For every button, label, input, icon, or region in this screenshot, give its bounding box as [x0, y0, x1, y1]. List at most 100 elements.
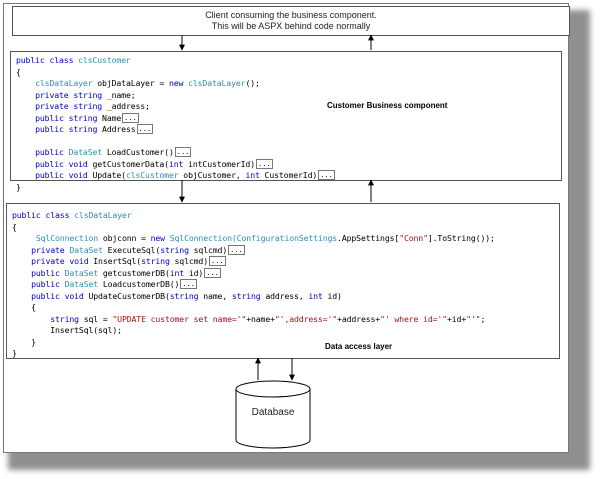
code-type: clsCustomer	[125, 170, 179, 180]
code-text: getCustomerData(	[87, 158, 169, 169]
code-type: ConfigurationSettings	[236, 233, 338, 243]
code-brace: {	[31, 302, 36, 312]
code-text: intCustomerId)	[183, 158, 255, 169]
code-text: UpdateCustomerDB(	[83, 290, 170, 301]
code-keyword: public string	[35, 124, 98, 134]
code-keyword: public	[31, 279, 60, 289]
code-text: +id+	[446, 313, 467, 324]
code-text: name,	[198, 290, 232, 301]
collapsed-region-marker[interactable]: ...	[228, 244, 245, 255]
code-brace: {	[12, 221, 17, 232]
collapsed-region-marker[interactable]: ...	[180, 279, 197, 289]
database-cylinder	[235, 380, 311, 449]
code-keyword: private	[31, 244, 65, 255]
code-text: LoadcustomerDB()	[98, 279, 180, 289]
code-text: objconn =	[98, 233, 151, 243]
code-text: InsertSql(sql);	[50, 325, 122, 335]
class-name: clsDataLayer	[74, 210, 132, 220]
code-text: _address;	[102, 101, 150, 111]
code-string: "',address='"	[274, 313, 338, 324]
collapsed-region-marker[interactable]: ...	[174, 147, 192, 157]
code-string: "UPDATE customer set name='"	[112, 313, 247, 324]
code-keyword: int	[168, 158, 184, 169]
code-keyword: public void	[31, 290, 84, 301]
collapsed-region-marker[interactable]: ...	[256, 158, 273, 169]
code-keyword: public void	[35, 170, 88, 180]
code-type: SqlConnection	[35, 233, 99, 243]
code-keyword: string	[50, 313, 79, 324]
code-keyword: private string	[35, 101, 103, 111]
code-string: "'"	[466, 313, 481, 324]
code-text: Name	[97, 112, 122, 123]
client-box: Client consuming the business component.…	[12, 6, 570, 36]
collapsed-region-marker[interactable]: ...	[208, 256, 226, 266]
code-keyword: new	[168, 78, 184, 88]
database-label: Database	[251, 407, 295, 418]
code-keyword: int	[169, 267, 185, 278]
code-text: address,	[260, 290, 309, 301]
code-text: ;	[480, 313, 486, 324]
code-text: Update(	[87, 170, 126, 180]
code-text: objCustomer,	[178, 170, 246, 180]
code-keyword: private string	[35, 89, 103, 100]
business-component-label: Customer Business component	[327, 101, 448, 110]
code-text: id)	[184, 267, 204, 278]
code-keyword: public string	[35, 112, 98, 123]
code-keyword: new	[150, 233, 165, 243]
code-text: CustomerId)	[259, 170, 318, 180]
code-keyword: string	[169, 290, 199, 301]
code-brace: }	[12, 348, 17, 358]
code-string: "Conn"	[399, 233, 428, 243]
code-text: _name;	[102, 89, 136, 100]
code-text: .AppSettings[	[337, 233, 400, 243]
client-caption-line1: Client consuming the business component.	[205, 10, 377, 20]
code-keyword: string	[160, 244, 189, 255]
code-string: "' where id='"	[380, 313, 447, 324]
code-text: sqlcmd)	[169, 256, 209, 266]
business-component-box: Customer Business component public class…	[10, 51, 562, 192]
code-text: id)	[322, 290, 342, 301]
code-keyword: public void	[35, 158, 88, 169]
code-type: DataSet	[63, 147, 103, 157]
data-access-label: Data access layer	[325, 342, 393, 351]
code-type: DataSet	[59, 279, 99, 289]
code-text: LoadCustomer()	[102, 147, 174, 157]
collapsed-region-marker[interactable]: ...	[122, 112, 139, 123]
code-brace: {	[16, 66, 21, 77]
code-text: ();	[245, 78, 260, 88]
code-type: clsDataLayer	[35, 78, 93, 88]
collapsed-region-marker[interactable]: ...	[318, 170, 335, 180]
code-keyword: private void	[31, 256, 89, 266]
code-text: InsertSql(	[88, 256, 142, 266]
code-keyword: int	[245, 170, 260, 180]
code-text: ].ToString());	[427, 233, 495, 243]
code-text: objDataLayer =	[92, 78, 169, 88]
code-text: getcustomerDB(	[98, 267, 170, 278]
code-keyword: public	[35, 147, 64, 157]
code-type: DataSet	[59, 267, 99, 278]
business-code-block: public class clsCustomer { clsDataLayer …	[16, 55, 335, 193]
code-keyword: public	[31, 267, 60, 278]
code-text: +name+	[246, 313, 275, 324]
code-keyword: string	[231, 290, 261, 301]
code-keyword: int	[308, 290, 323, 301]
code-type: clsDataLayer	[183, 78, 246, 88]
collapsed-region-marker[interactable]: ...	[136, 124, 154, 134]
class-name: clsCustomer	[78, 55, 131, 65]
collapsed-region-marker[interactable]: ...	[204, 267, 221, 278]
code-text: +address+	[337, 313, 381, 324]
code-brace: }	[31, 336, 36, 347]
code-type: SqlConnection(	[164, 233, 237, 243]
code-text: sql =	[78, 313, 113, 324]
code-text: sqlcmd)	[188, 244, 228, 255]
data-access-code-block: public class clsDataLayer { SqlConnectio…	[12, 210, 495, 360]
code-keyword: public class	[16, 55, 74, 65]
code-text: ExecuteSql(	[102, 244, 161, 255]
code-type: DataSet	[64, 244, 103, 255]
client-caption-line2: This will be ASPX behind code normally	[211, 21, 371, 31]
data-access-box: Data access layer public class clsDataLa…	[6, 203, 560, 359]
code-text: Address	[97, 124, 136, 134]
code-keyword: public class	[12, 210, 70, 220]
